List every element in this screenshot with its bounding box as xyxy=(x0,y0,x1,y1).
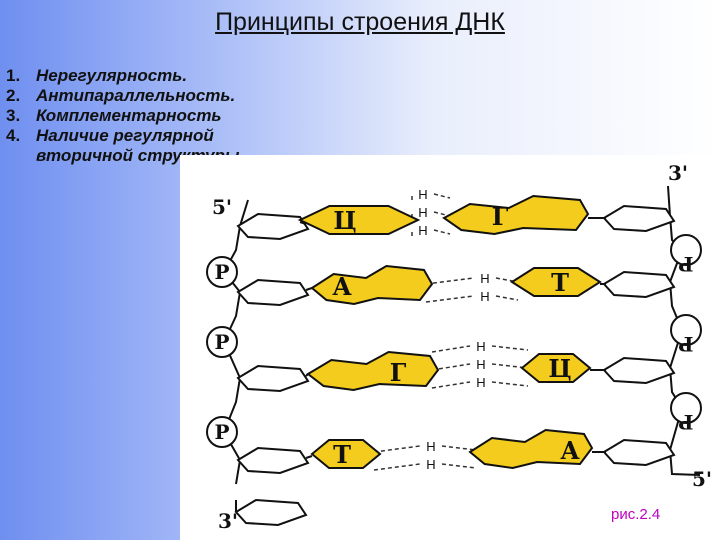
right-phosphate-label: P xyxy=(678,410,693,434)
principles-list: 1.Нерегулярность. 2.Антипараллельность. … xyxy=(6,66,296,166)
left-phosphate-label: P xyxy=(214,330,229,354)
left-sugar-pentagon xyxy=(236,278,310,307)
right-sugar-pentagon xyxy=(602,356,676,385)
figure-caption: рис.2.4 xyxy=(611,506,661,523)
list-item: 2. Антипараллельность. xyxy=(6,86,296,106)
left-glycosidic-bond xyxy=(305,455,313,459)
hydrogen-atom-label: H xyxy=(418,187,427,202)
right-phosphate-circle xyxy=(670,234,702,266)
list-item: 3. Комплементарность xyxy=(6,106,296,126)
deoxyribose-sugars xyxy=(234,204,676,527)
left-sugar-pentagon xyxy=(236,212,310,241)
hydrogen-atom-label: H xyxy=(480,271,489,286)
hydrogen-bond-dash-right xyxy=(495,295,519,301)
bottom-sugar-pentagon xyxy=(234,498,308,527)
right-sugar-pentagon xyxy=(602,204,676,233)
nitrogenous-bases: Ц Г А Т Г Ц Т А xyxy=(297,194,602,470)
phosphate-groups: P P P P P P xyxy=(206,234,702,448)
list-item-number: 1. xyxy=(6,66,21,85)
left-phosphate-label: P xyxy=(214,260,229,284)
list-item-number: 3. xyxy=(6,106,21,125)
right-bottom-end-label: 5' xyxy=(692,467,712,491)
right-base-letter: Г xyxy=(492,202,509,231)
list-item: 1. Нерегулярность. xyxy=(6,66,296,86)
right-base-letter: А xyxy=(560,436,580,465)
hydrogen-atom-label: H xyxy=(426,439,435,454)
strand-end-labels: 5' 3' 5' 3' xyxy=(212,161,712,533)
left-sugar-pentagon xyxy=(236,446,310,475)
hydrogen-atom-label: H xyxy=(476,375,485,390)
left-base-shape xyxy=(310,264,434,306)
hydrogen-bond-dash-left xyxy=(425,277,475,285)
list-item-number: 2. xyxy=(6,86,21,105)
left-base-letter: Г xyxy=(390,358,407,387)
right-phosphate-label: P xyxy=(678,332,693,356)
right-sugar-pentagon xyxy=(602,270,676,299)
right-base-letter: Ц xyxy=(548,354,571,383)
right-base-shape xyxy=(520,353,592,383)
list-item-number: 4. xyxy=(6,126,21,145)
page-title: Принципы строения ДНК xyxy=(215,8,505,36)
left-base-shape xyxy=(297,205,421,235)
hydrogen-bond-dash-right xyxy=(433,229,451,235)
right-base-shape xyxy=(510,267,602,297)
left-glycosidic-bond xyxy=(299,221,307,225)
right-phosphate-circle xyxy=(670,314,702,346)
right-base-shape xyxy=(468,428,594,470)
hydrogen-bond-dash-right xyxy=(433,211,451,217)
hydrogen-atom-label: H xyxy=(418,223,427,238)
left-base-letter: Т xyxy=(333,440,351,469)
left-base-letter: Ц xyxy=(333,206,356,235)
hydrogen-bond-dash-right xyxy=(491,345,529,351)
left-base-shape xyxy=(310,439,382,469)
hydrogen-atom-label: H xyxy=(476,339,485,354)
right-phosphate-circle xyxy=(670,392,702,424)
list-item-text: Комплементарность xyxy=(36,106,222,125)
hydrogen-atom-label: H xyxy=(418,205,427,220)
hydrogen-atom-label: H xyxy=(476,357,485,372)
hydrogen-atom-label: H xyxy=(480,289,489,304)
hydrogen-bond-dash-right xyxy=(441,445,477,451)
right-top-end-label: 3' xyxy=(668,161,688,185)
hydrogen-bond-dash-left xyxy=(431,345,471,353)
right-base-letter: Т xyxy=(551,268,569,297)
hydrogen-bond-dash-left xyxy=(431,381,471,389)
left-phosphate-label: P xyxy=(214,420,229,444)
left-top-end-label: 5' xyxy=(212,195,232,219)
hydrogen-bond-dash-left xyxy=(373,463,421,471)
hydrogen-atom-label: H xyxy=(426,457,435,472)
hydrogen-bond-dash-right xyxy=(433,193,451,199)
hydrogen-bond-dash-right xyxy=(491,381,529,387)
list-item-text: Антипараллельность. xyxy=(36,86,236,105)
hydrogen-bond-dash-left xyxy=(373,445,421,453)
left-bottom-end-label: 3' xyxy=(218,509,238,533)
left-sugar-pentagon xyxy=(236,364,310,393)
hydrogen-bond-dash-left xyxy=(425,295,475,303)
right-phosphate-label: P xyxy=(678,252,693,276)
left-phosphate-circle xyxy=(206,416,238,448)
left-phosphate-circle xyxy=(206,326,238,358)
right-sugar-pentagon xyxy=(602,438,676,467)
left-base-letter: А xyxy=(332,272,352,301)
left-phosphate-circle xyxy=(206,256,238,288)
hydrogen-bond-dash-right xyxy=(441,463,477,469)
hydrogen-bond-dash-right xyxy=(495,277,519,283)
right-base-shape xyxy=(442,194,590,236)
list-item-text: Нерегулярность. xyxy=(36,66,188,85)
left-base-shape xyxy=(306,350,440,392)
